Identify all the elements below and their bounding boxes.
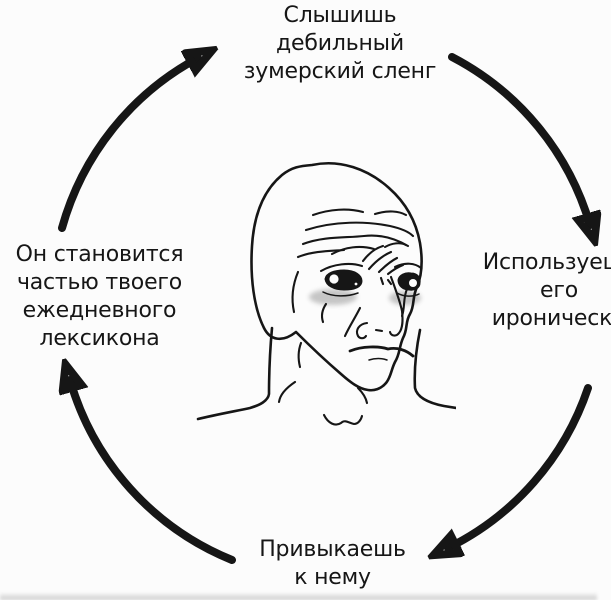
arrow-bottom-to-left bbox=[70, 380, 236, 564]
head-outline bbox=[250, 161, 423, 392]
eyebrows bbox=[319, 262, 423, 273]
cheek-lines bbox=[291, 270, 409, 324]
arrow-left-to-top bbox=[58, 58, 198, 232]
under-eye-lines bbox=[322, 291, 420, 297]
neck-and-shoulders bbox=[196, 326, 456, 426]
arrow-top-to-right bbox=[448, 53, 590, 225]
nose bbox=[343, 275, 404, 340]
right-eye bbox=[397, 272, 421, 291]
left-eye bbox=[324, 269, 363, 291]
arrow-right-to-bottom bbox=[448, 384, 592, 548]
cycle-step-bottom: Привыкаешь к нему bbox=[259, 537, 406, 590]
brow-furrow bbox=[330, 242, 408, 286]
cycle-step-top: Слышишь дебильный зумерский сленг bbox=[243, 3, 437, 84]
cycle-step-left: Он становится частью твоего ежедневного … bbox=[15, 242, 184, 351]
wojak-face bbox=[196, 161, 456, 426]
forehead-wrinkles bbox=[296, 208, 415, 259]
cycle-step-right: Используешь его иронически bbox=[482, 250, 611, 331]
mouth bbox=[348, 345, 415, 361]
